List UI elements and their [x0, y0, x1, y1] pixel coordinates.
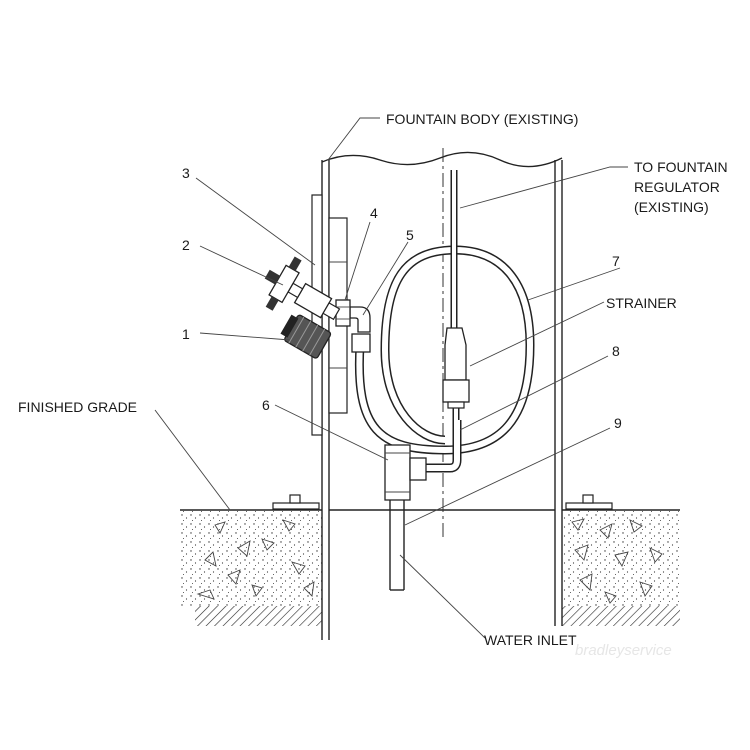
concrete-left [180, 509, 322, 626]
watermark: bradleyservice [575, 642, 672, 659]
callout-7: 7 [612, 253, 620, 269]
label-regulator-1: TO FOUNTAIN [634, 159, 728, 175]
callout-1: 1 [182, 326, 190, 342]
leader-lines [154, 117, 628, 639]
hose-loop [354, 245, 535, 455]
label-finished-grade: FINISHED GRADE [18, 399, 137, 415]
tee-fitting [384, 444, 427, 501]
callout-5: 5 [406, 227, 414, 243]
callout-6: 6 [262, 397, 270, 413]
anchor-bolt-right [565, 494, 613, 510]
regulator-line [450, 170, 460, 462]
label-regulator-2: REGULATOR [634, 179, 720, 195]
elbow-fitting [349, 306, 371, 353]
concrete-right [562, 509, 680, 626]
callout-4: 4 [370, 205, 378, 221]
label-water-inlet: WATER INLET [484, 632, 577, 648]
callout-3: 3 [182, 165, 190, 181]
anchor-bolt-left [272, 494, 320, 510]
strainer-body [442, 327, 470, 409]
hose-connector [280, 314, 332, 359]
valve-assembly [264, 256, 341, 321]
callout-9: 9 [614, 415, 622, 431]
water-inlet-pipe [389, 500, 405, 591]
callout-8: 8 [612, 343, 620, 359]
label-fountain-body: FOUNTAIN BODY (EXISTING) [386, 111, 578, 127]
bulkhead-fitting [335, 299, 351, 327]
label-regulator-3: (EXISTING) [634, 199, 709, 215]
callout-2: 2 [182, 237, 190, 253]
label-strainer: STRAINER [606, 295, 677, 311]
